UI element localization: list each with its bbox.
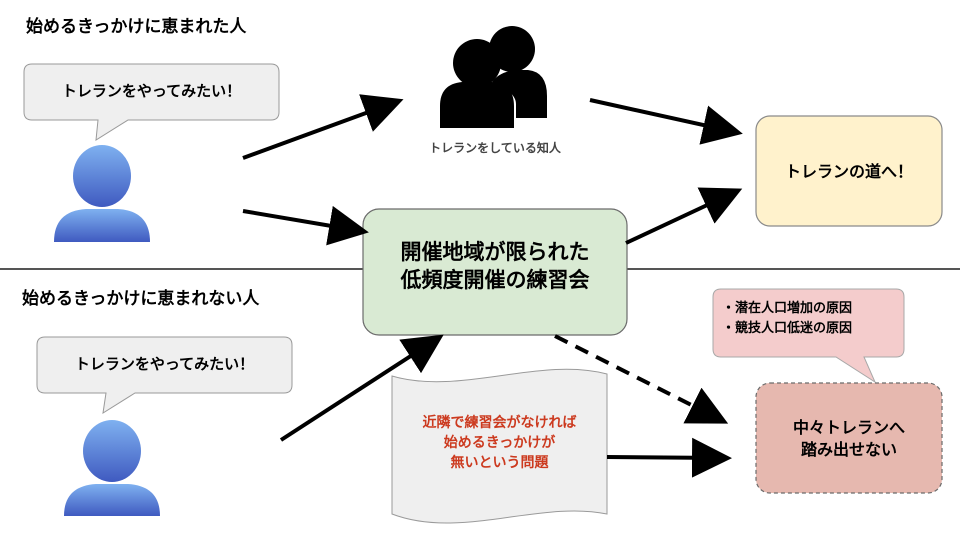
path-box-text: トレランの道へ！	[784, 162, 913, 181]
arrow-acquaintance-to-path	[589, 98, 743, 145]
blocked-line-2: 踏み出せない	[800, 440, 897, 459]
section-title-bottom: 始めるきっかけに恵まれない人	[22, 289, 260, 309]
causes-bubble-shape	[712, 288, 905, 384]
causes-line-1: ・潜在人口増加の原因	[722, 301, 853, 316]
speech-bubble-bottom-text: トレランをやってみたい！	[74, 355, 255, 373]
causes-line-2: ・競技人口低迷の原因	[722, 321, 853, 336]
practice-box-line-2: 低頻度開催の練習会	[400, 268, 590, 293]
speech-bubble-bottom	[36, 336, 293, 414]
people-group-icon	[440, 26, 547, 128]
acquaintance-label: トレランをしている知人	[429, 141, 561, 155]
causes-bubble-text: ・潜在人口増加の原因 ・競技人口低迷の原因	[722, 299, 852, 339]
section-title-top: 始めるきっかけに恵まれた人	[26, 17, 247, 37]
arrow-practice-to-path	[625, 187, 743, 245]
speech-bubble-top	[23, 63, 280, 141]
arrow-practice-to-blocked-dashed	[554, 334, 729, 424]
person-icon-bottom	[64, 420, 160, 516]
problem-line-1: 近隣で練習会がなければ	[422, 415, 577, 431]
arrow-top-person-to-practice	[242, 205, 369, 246]
arrow-banner-to-blocked	[606, 437, 732, 478]
problem-line-2: 始めるきっかけが	[443, 435, 556, 451]
blocked-line-1: 中々トレランへ	[792, 418, 905, 437]
arrow-bottom-person-to-practice	[279, 334, 444, 442]
speech-bubble-top-text: トレランをやってみたい！	[61, 82, 242, 100]
problem-banner-shape	[391, 368, 608, 524]
person-icon-top	[54, 145, 150, 242]
blocked-box-text: 中々トレランへ 踏み出せない	[756, 417, 942, 461]
practice-box-shape	[362, 208, 628, 336]
path-box-shape	[755, 115, 943, 227]
problem-banner-text: 近隣で練習会がなければ 始めるきっかけが 無いという問題	[392, 413, 607, 473]
problem-line-3: 無いという問題	[450, 455, 549, 471]
practice-box-text: 開催地域が限られた 低頻度開催の練習会	[363, 238, 627, 295]
practice-box-line-1: 開催地域が限られた	[400, 240, 590, 264]
blocked-box-shape	[755, 382, 943, 494]
arrow-top-person-to-acquaintance	[242, 94, 404, 160]
